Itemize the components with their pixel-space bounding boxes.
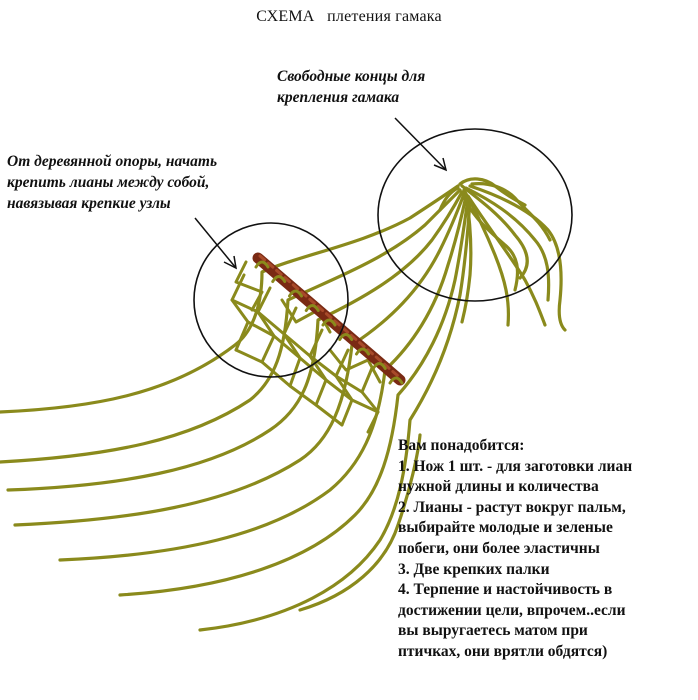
annotation-support-line: крепить лианы между собой, — [7, 174, 210, 191]
liana-strand — [13, 192, 466, 527]
circle-support-area — [193, 222, 349, 378]
stick-knot — [271, 275, 287, 283]
requirement-line: птичках, они врятли обдятся) — [398, 642, 608, 660]
requirement-line: побеги, они более эластичны — [398, 539, 600, 557]
wooden-stick-highlight — [258, 254, 400, 378]
liana-strand — [198, 198, 472, 632]
stick-knot — [371, 362, 387, 370]
net-knot — [234, 348, 344, 427]
free-end-strands — [438, 177, 567, 332]
requirement-line: 2. Лианы - растут вокруг пальм, — [398, 498, 626, 516]
title-subject: плетения гамака — [327, 8, 442, 25]
stick-knot — [288, 289, 303, 298]
requirement-line: достижении цели, впрочем..если — [398, 601, 626, 619]
stick-knot — [355, 347, 370, 356]
net-knot — [246, 320, 380, 414]
net-knot — [234, 260, 264, 312]
arrow-to-free-ends — [394, 117, 448, 172]
liana-strand — [118, 196, 470, 597]
arrow-to-support — [194, 217, 237, 270]
annotation-support: От деревянной опоры, начать крепить лиан… — [7, 151, 217, 214]
liana-strand — [298, 433, 422, 612]
title-scheme: СХЕМА — [256, 8, 315, 25]
liana-strand — [0, 188, 462, 464]
stick-knot — [338, 333, 354, 341]
net-knot — [230, 298, 364, 394]
stick-knots — [254, 260, 404, 385]
requirement-line: нужной длины и количества — [398, 478, 599, 496]
net-knot — [282, 306, 302, 388]
requirements-list: Вам понадобится: 1. Нож 1 шт. - для заго… — [398, 436, 698, 663]
circle-free-ends-area — [377, 128, 573, 302]
net-knots — [230, 260, 382, 434]
stick-knot — [321, 318, 337, 327]
net-knot — [308, 328, 328, 407]
liana-strand — [6, 190, 464, 492]
requirements-heading: Вам понадобится: — [398, 437, 525, 454]
requirement-line: выбирайте молодые и зеленые — [398, 519, 613, 537]
free-end-strand — [438, 186, 460, 212]
annotation-support-line: навязывая крепкие узлы — [7, 195, 171, 212]
net-knot — [360, 366, 380, 434]
free-end-strand — [468, 184, 567, 332]
free-end-strand — [460, 184, 529, 280]
liana-strand — [0, 184, 460, 414]
free-end-strand — [462, 188, 511, 327]
page-title: СХЕМА плетения гамака — [0, 8, 698, 26]
free-end-strand — [466, 194, 547, 327]
net-knot — [256, 286, 276, 364]
annotation-free-ends-line: Свободные концы для — [277, 68, 426, 85]
requirement-line: 3. Две крепких палки — [398, 560, 550, 578]
requirement-line: вы выругаетесь матом при — [398, 622, 588, 640]
stick-knot — [388, 376, 404, 385]
free-end-strand — [460, 190, 520, 292]
stick-knot — [304, 304, 320, 312]
stick-knot — [254, 260, 270, 269]
requirement-line: 1. Нож 1 шт. - для заготовки лиан — [398, 457, 633, 475]
free-end-strand — [470, 182, 552, 242]
requirement-line: 4. Терпение и настойчивость в — [398, 581, 613, 599]
free-end-strand — [464, 186, 551, 302]
annotation-free-ends-line: крепления гамака — [277, 89, 400, 106]
free-end-strand — [460, 192, 473, 324]
annotation-free-ends: Свободные концы для крепления гамака — [277, 66, 425, 108]
net-knot — [328, 348, 382, 384]
net-knot — [230, 273, 250, 352]
annotation-support-line: От деревянной опоры, начать — [7, 153, 218, 170]
